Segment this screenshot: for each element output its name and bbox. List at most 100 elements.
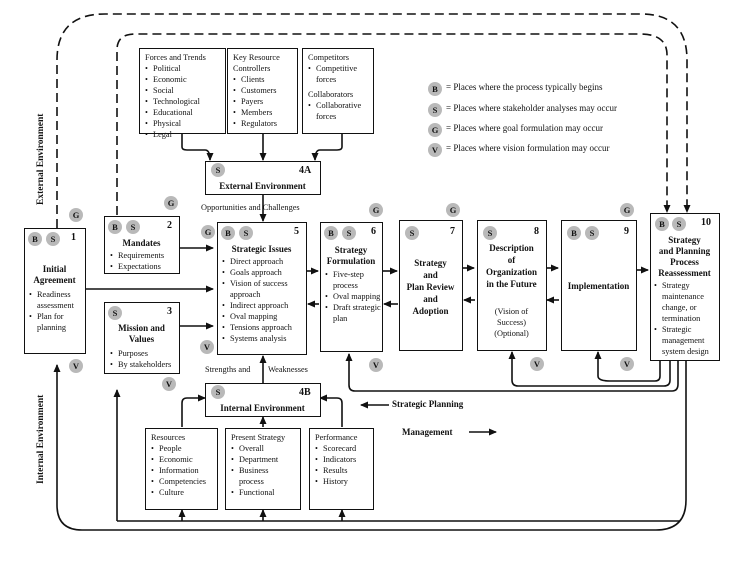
box-number: 4A <box>299 165 312 176</box>
box-title: Internal Environment <box>220 403 305 413</box>
initial-agreement-box: B S 1 Initial Agreement Readiness assess… <box>24 228 86 354</box>
list-item: Expectations <box>110 261 178 272</box>
v-badge: V <box>369 358 383 372</box>
performance-item: Indicators <box>315 454 368 465</box>
box-number: 1 <box>71 232 76 243</box>
box-number: 9 <box>624 226 629 237</box>
s-badge: S <box>211 163 225 177</box>
s-badge: S <box>342 226 356 240</box>
box-title-line: Organization <box>486 267 537 277</box>
list-item: Plan for planning <box>29 311 83 333</box>
box-title: Strategic Issues <box>231 244 292 254</box>
list-item: Vision of success approach <box>222 278 306 300</box>
resources-item: People <box>151 443 212 454</box>
internal-environment-box: S 4B Internal Environment <box>205 383 321 417</box>
competitors-collaborators-box: Competitors Competitive forces Collabora… <box>302 48 374 134</box>
list-item: Strategic management system design <box>654 324 718 357</box>
v-badge: V <box>200 340 214 354</box>
forces-item: Educational <box>145 107 220 118</box>
box-title-2: Formulation <box>326 256 376 266</box>
external-dashed-loop-inner <box>116 33 671 215</box>
box-title-line: Adoption <box>412 306 449 316</box>
box-title-1: Mission and <box>118 323 165 333</box>
collaborators-heading: Collaborators <box>308 90 354 99</box>
list-item: Requirements <box>110 250 178 261</box>
legend-text-v: = Places where vision formulation may oc… <box>446 143 610 153</box>
s-badge: S <box>46 232 60 246</box>
list-item: Systems analysis <box>222 333 306 344</box>
forces-item: Social <box>145 85 220 96</box>
box-number: 7 <box>450 226 455 237</box>
b-badge: B <box>221 226 235 240</box>
g-badge: G <box>369 203 383 217</box>
g-badge: G <box>164 196 178 210</box>
resources-item: Economic <box>151 454 212 465</box>
box-title-1: Initial <box>42 264 67 274</box>
forces-and-trends-box: Forces and Trends Political Economic Soc… <box>139 48 226 140</box>
organization-future-box: S 8 Description of Organization in the F… <box>477 220 547 351</box>
list-item: By stakeholders <box>110 359 178 370</box>
list-item: Purposes <box>110 348 178 359</box>
forces-item: Legal <box>145 129 220 140</box>
box-title-line: Plan Review <box>406 282 455 292</box>
key-resource-item: Clients <box>233 74 292 85</box>
weaknesses-label: Weaknesses <box>268 365 308 374</box>
resources-item: Competencies <box>151 476 212 487</box>
s-badge: S <box>211 385 225 399</box>
box-title: External Environment <box>219 181 306 191</box>
competitors-heading: Competitors <box>308 53 350 62</box>
present-strategy-item: Department <box>231 454 295 465</box>
box-number: 4B <box>299 387 311 398</box>
reassessment-box: B S 10 Strategy and Planning Process Rea… <box>650 213 720 361</box>
b-badge: B <box>655 217 669 231</box>
resources-item: Culture <box>151 487 212 498</box>
legend-badge-b: B <box>428 82 442 96</box>
performance-item: History <box>315 476 368 487</box>
plan-review-adoption-box: S 7 Strategy and Plan Review and Adoptio… <box>399 220 463 351</box>
strategic-planning-label: Strategic Planning <box>392 399 464 409</box>
key-resource-heading-2: Controllers <box>233 64 271 73</box>
present-strategy-item: Overall <box>231 443 295 454</box>
b-badge: B <box>28 232 42 246</box>
present-strategy-item: Functional <box>231 487 295 498</box>
external-environment-box: S 4A External Environment <box>205 161 321 195</box>
box-title-line: Description <box>489 243 534 253</box>
s-badge: S <box>405 226 419 240</box>
present-strategy-item: Business process <box>231 465 295 487</box>
competitors-item: Competitive forces <box>308 63 368 85</box>
forces-item: Physical <box>145 118 220 129</box>
box-title-1: Strategy <box>334 245 368 255</box>
internal-solid-loop-outer <box>53 361 687 531</box>
list-item: Draft strategic plan <box>325 302 382 324</box>
legend-badge-s: S <box>428 103 442 117</box>
performance-box: Performance Scorecard Indicators Results… <box>309 428 374 510</box>
list-item: Indirect approach <box>222 300 306 311</box>
b-badge: B <box>567 226 581 240</box>
b-badge: B <box>108 220 122 234</box>
internal-environment-side-label: Internal Environment <box>36 394 46 484</box>
key-resource-item: Customers <box>233 85 292 96</box>
mission-values-box: S 3 Mission and Values Purposes By stake… <box>104 302 180 374</box>
list-item: Strategy maintenance change, or terminat… <box>654 280 718 324</box>
present-strategy-box: Present Strategy Overall Department Busi… <box>225 428 301 510</box>
implementation-box: B S 9 Implementation <box>561 220 637 351</box>
legend-badge-g: G <box>428 123 442 137</box>
strengths-label: Strengths and <box>205 365 251 374</box>
key-resource-item: Payers <box>233 96 292 107</box>
list-item: Oval mapping <box>325 291 382 302</box>
resources-item: Information <box>151 465 212 476</box>
box-title-line: and Planning <box>658 246 711 256</box>
v-badge: V <box>162 377 176 391</box>
box-title: Mandates <box>122 238 161 248</box>
performance-item: Results <box>315 465 368 476</box>
key-resource-heading-1: Key Resource <box>233 53 280 62</box>
box-note-line: Success) <box>496 318 527 327</box>
list-item: Direct approach <box>222 256 306 267</box>
box-note-line: (Optional) <box>494 329 529 338</box>
list-item: Oval mapping <box>222 311 306 322</box>
external-environment-side-label: External Environment <box>36 113 46 205</box>
mandates-box: B S 2 Mandates Requirements Expectations <box>104 216 180 274</box>
performance-item: Scorecard <box>315 443 368 454</box>
box-title-2: Agreement <box>33 275 76 285</box>
